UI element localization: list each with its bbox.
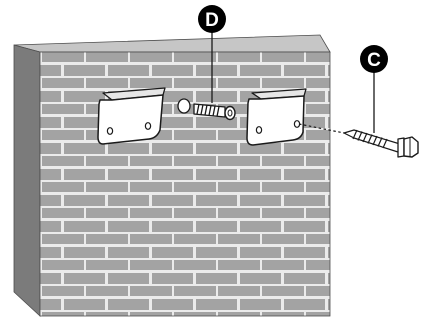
- right-bracket-hole-left: [255, 126, 263, 134]
- wall-side-face: [13, 44, 41, 317]
- left-bracket-hole-left: [106, 127, 114, 135]
- left-bracket: [97, 87, 166, 145]
- callout-d-label: D: [205, 10, 219, 31]
- callout-d: D: [198, 5, 226, 33]
- wall-top-face: [13, 34, 331, 53]
- brick-wall: [13, 34, 331, 317]
- right-bracket: [246, 88, 307, 146]
- lag-screw: [343, 129, 419, 158]
- wall-anchor: [193, 103, 236, 121]
- callout-d-badge: [198, 5, 226, 33]
- callout-c-badge: [360, 45, 388, 73]
- callout-c-label: C: [367, 50, 381, 71]
- wall-hole: [177, 98, 191, 114]
- right-bracket-hole-right: [293, 120, 301, 128]
- callout-c: C: [360, 45, 388, 73]
- hex-head: [403, 136, 419, 158]
- left-bracket-hole-right: [144, 122, 152, 130]
